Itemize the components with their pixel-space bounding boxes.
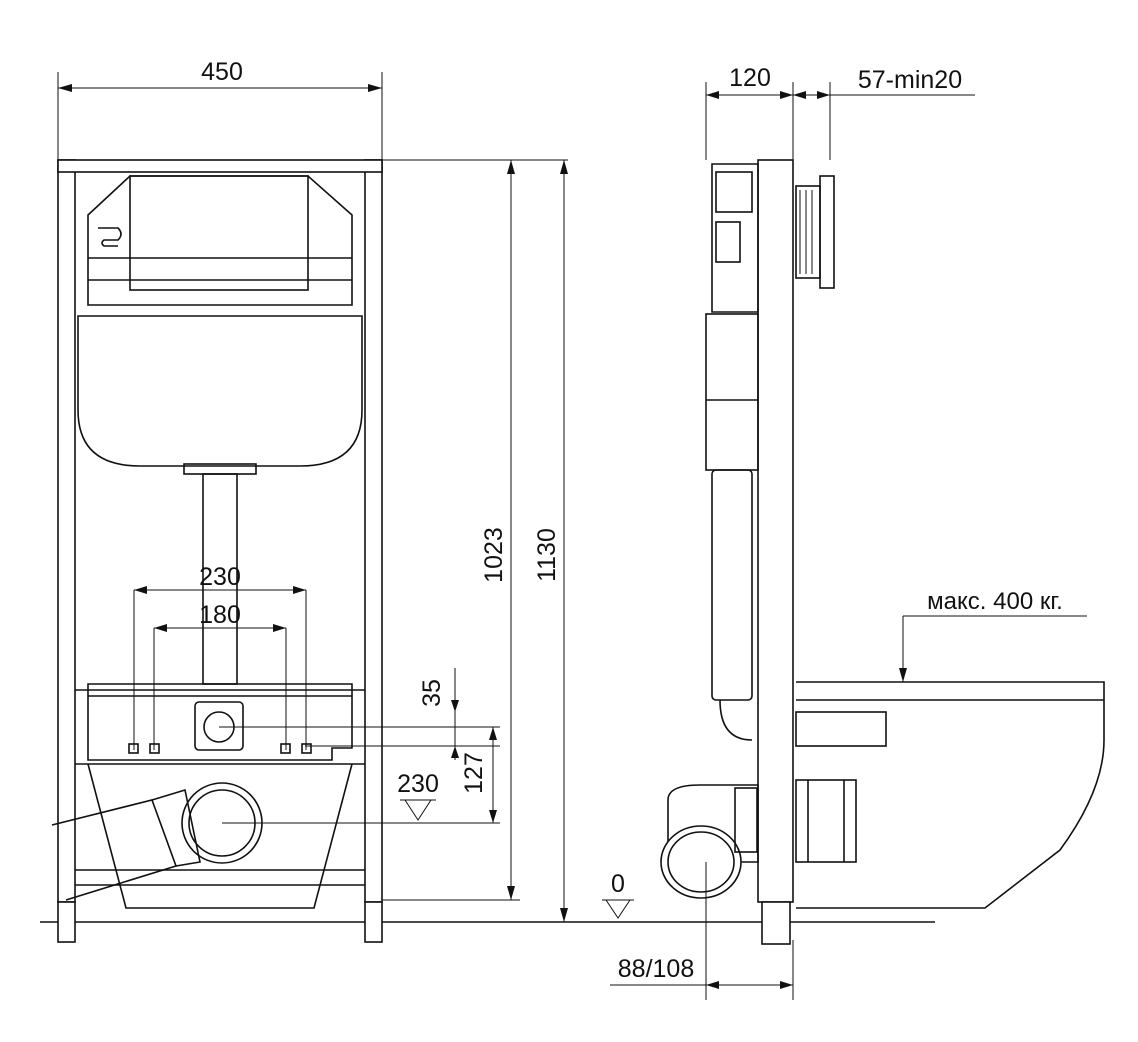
cistern-tank <box>77 315 363 467</box>
drain-elbow-side <box>667 784 759 863</box>
max-load-label: макс. 400 кг. <box>927 588 1063 615</box>
drain-bracket <box>87 763 353 909</box>
frame-side-profile <box>757 159 794 903</box>
pipe-side <box>711 469 753 701</box>
dim-127-label: 127 <box>460 752 488 794</box>
dim-wall-label: 57-min20 <box>858 66 962 94</box>
connector-pipe <box>795 779 857 863</box>
mounting-plate <box>87 683 353 761</box>
dim-depth-label: 120 <box>729 64 771 92</box>
bolt-hole <box>128 743 139 754</box>
bolt-hole <box>280 743 291 754</box>
toilet-bowl <box>796 681 1105 909</box>
cistern-side <box>711 163 759 313</box>
side-view: 0 120 57-min20 <box>602 64 1105 1000</box>
bolt-hole <box>149 743 160 754</box>
front-view: 450 230 180 <box>51 58 568 943</box>
level-marker-icon <box>404 799 432 821</box>
drain-pipe <box>51 799 178 901</box>
dim-1023-label: 1023 <box>480 527 508 583</box>
dim-1130-label: 1130 <box>533 528 561 582</box>
left-foot <box>57 901 76 943</box>
cistern-top <box>87 175 353 306</box>
bolt-hole <box>301 743 312 754</box>
inlet-connector <box>194 701 244 751</box>
level-zero-icon <box>605 899 631 919</box>
left-post <box>57 159 76 903</box>
right-foot <box>364 901 383 943</box>
dim-pipe-label: 88/108 <box>618 955 694 983</box>
dim-35-label: 35 <box>418 679 446 707</box>
top-rail <box>57 159 383 173</box>
level-230-label: 230 <box>397 770 439 798</box>
side-foot <box>761 901 791 945</box>
dim-spacing-230-label: 230 <box>199 563 241 591</box>
right-post <box>364 159 383 903</box>
level-0-label: 0 <box>611 870 625 898</box>
dim-width-label: 450 <box>201 58 243 86</box>
drain-outlet-side <box>660 825 742 899</box>
dim-spacing-180-label: 180 <box>199 601 241 629</box>
